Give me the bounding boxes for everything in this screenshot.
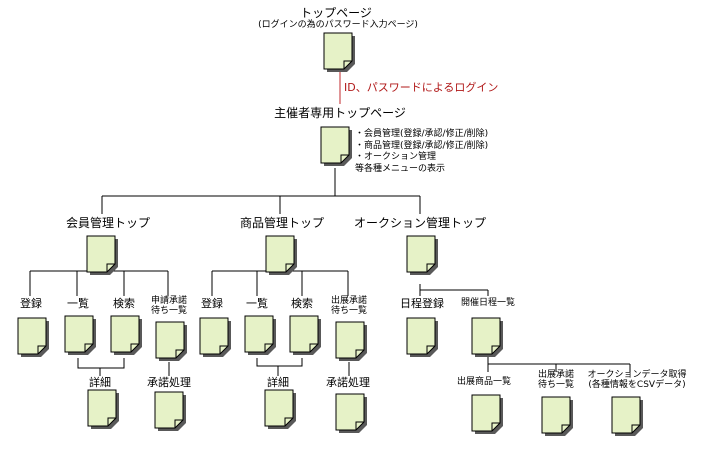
member-register-label: 登録 <box>20 297 42 310</box>
member-detail-label: 詳細 <box>89 376 111 389</box>
auction-export-label: オークションデータ取得 (各種情報をCSVデータ) <box>587 370 687 391</box>
auction-export-icon <box>611 396 643 436</box>
login-label: ID、パスワードによるログイン <box>344 81 499 94</box>
product-list-icon <box>244 315 276 355</box>
member-list-label: 一覧 <box>67 297 89 310</box>
product-pending-label: 出展承諾 待ち一覧 <box>330 296 368 317</box>
member-list-icon <box>64 315 96 355</box>
feature-auction: オークション管理 <box>355 152 488 164</box>
member-approval-label: 承諾処理 <box>147 376 191 389</box>
top-page-icon <box>323 32 355 72</box>
auction-pending-label: 出展承諾 待ち一覧 <box>537 370 575 391</box>
page-icons <box>17 32 643 436</box>
product-register-label: 登録 <box>201 297 223 310</box>
member-search-icon <box>110 315 142 355</box>
connector-lines <box>29 72 631 376</box>
member-approval-icon <box>154 391 186 431</box>
product-approval-label: 承諾処理 <box>326 376 370 389</box>
product-list-label: 一覧 <box>246 297 268 310</box>
organizer-page-icon <box>320 126 352 166</box>
auction-top-icon <box>406 235 438 275</box>
member-register-icon <box>17 317 49 357</box>
organizer-page-title: 主催者専用トップページ <box>274 106 406 120</box>
product-top-title: 商品管理トップ <box>239 216 325 230</box>
member-pending-icon <box>155 321 187 361</box>
member-pending-label: 申請承諾 待ち一覧 <box>150 296 188 317</box>
feature-product: 商品管理(登録/承認/修正/削除) <box>355 141 488 153</box>
organizer-feature-list: 会員管理(登録/承認/修正/削除) 商品管理(登録/承認/修正/削除) オークシ… <box>355 129 488 174</box>
product-detail-link <box>256 358 303 367</box>
auction-exhibit-list-icon <box>471 394 503 434</box>
feature-member: 会員管理(登録/承認/修正/削除) <box>355 129 488 141</box>
auction-schedule-register-label: 日程登録 <box>400 297 444 310</box>
product-detail-label: 詳細 <box>267 376 289 389</box>
product-search-label: 検索 <box>291 297 313 310</box>
member-top-icon <box>86 235 118 275</box>
product-register-icon <box>199 317 231 357</box>
product-approval-icon <box>335 393 367 433</box>
auction-top-title: オークション管理トップ <box>353 216 487 230</box>
auction-schedule-list-label: 開催日程一覧 <box>460 298 516 308</box>
product-detail-icon <box>264 389 296 429</box>
auction-exhibit-list-label: 出展商品一覧 <box>456 377 512 387</box>
auction-schedule-register-icon <box>406 317 438 357</box>
product-pending-icon <box>335 321 367 361</box>
member-detail-icon <box>87 389 119 429</box>
product-top-icon <box>265 235 297 275</box>
auction-pending-icon <box>541 396 573 436</box>
product-search-icon <box>289 315 321 355</box>
member-search-label: 検索 <box>113 297 135 310</box>
auction-schedule-list-icon <box>471 317 503 357</box>
member-top-title: 会員管理トップ <box>65 216 151 230</box>
top-page-subtitle: (ログインの為のパスワード入力ページ) <box>258 20 418 30</box>
top-page-title: トップページ <box>300 6 372 20</box>
member-detail-link <box>77 358 125 369</box>
feature-note: 等各種メニューの表示 <box>355 164 446 175</box>
